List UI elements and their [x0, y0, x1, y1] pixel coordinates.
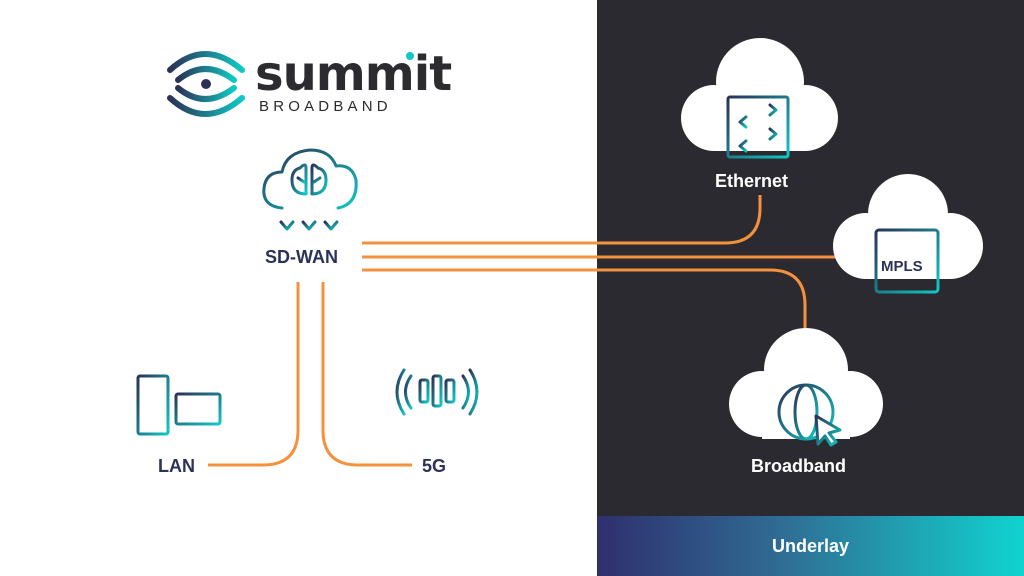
computer-icon [136, 374, 222, 436]
connector-5g [321, 282, 412, 467]
globe-cursor-icon [777, 383, 842, 447]
summit-logo-icon [167, 51, 245, 117]
connectors [208, 195, 840, 467]
antenna-5g-icon [395, 368, 479, 440]
label-lan: LAN [158, 456, 195, 476]
label-ethernet: Ethernet [715, 171, 789, 191]
sdwan-cloud-brain-icon [262, 148, 358, 231]
label-mpls: MPLS [881, 258, 923, 275]
label-sdwan: SD-WAN [265, 247, 338, 267]
brand-tagline: BROADBAND [259, 98, 392, 115]
brand-name: summit [255, 46, 452, 102]
underlay-bar: Underlay [597, 516, 1024, 576]
label-5g: 5G [422, 456, 447, 476]
ethernet-switch-icon [726, 95, 790, 159]
connector-lan [208, 282, 300, 467]
underlay-label: Underlay [771, 536, 850, 556]
mpls-device-icon [874, 228, 940, 294]
label-broadband: Broadband [751, 456, 847, 476]
connector-broadband [362, 268, 807, 330]
logo-dot [406, 52, 414, 60]
connector-ethernet [362, 195, 762, 245]
